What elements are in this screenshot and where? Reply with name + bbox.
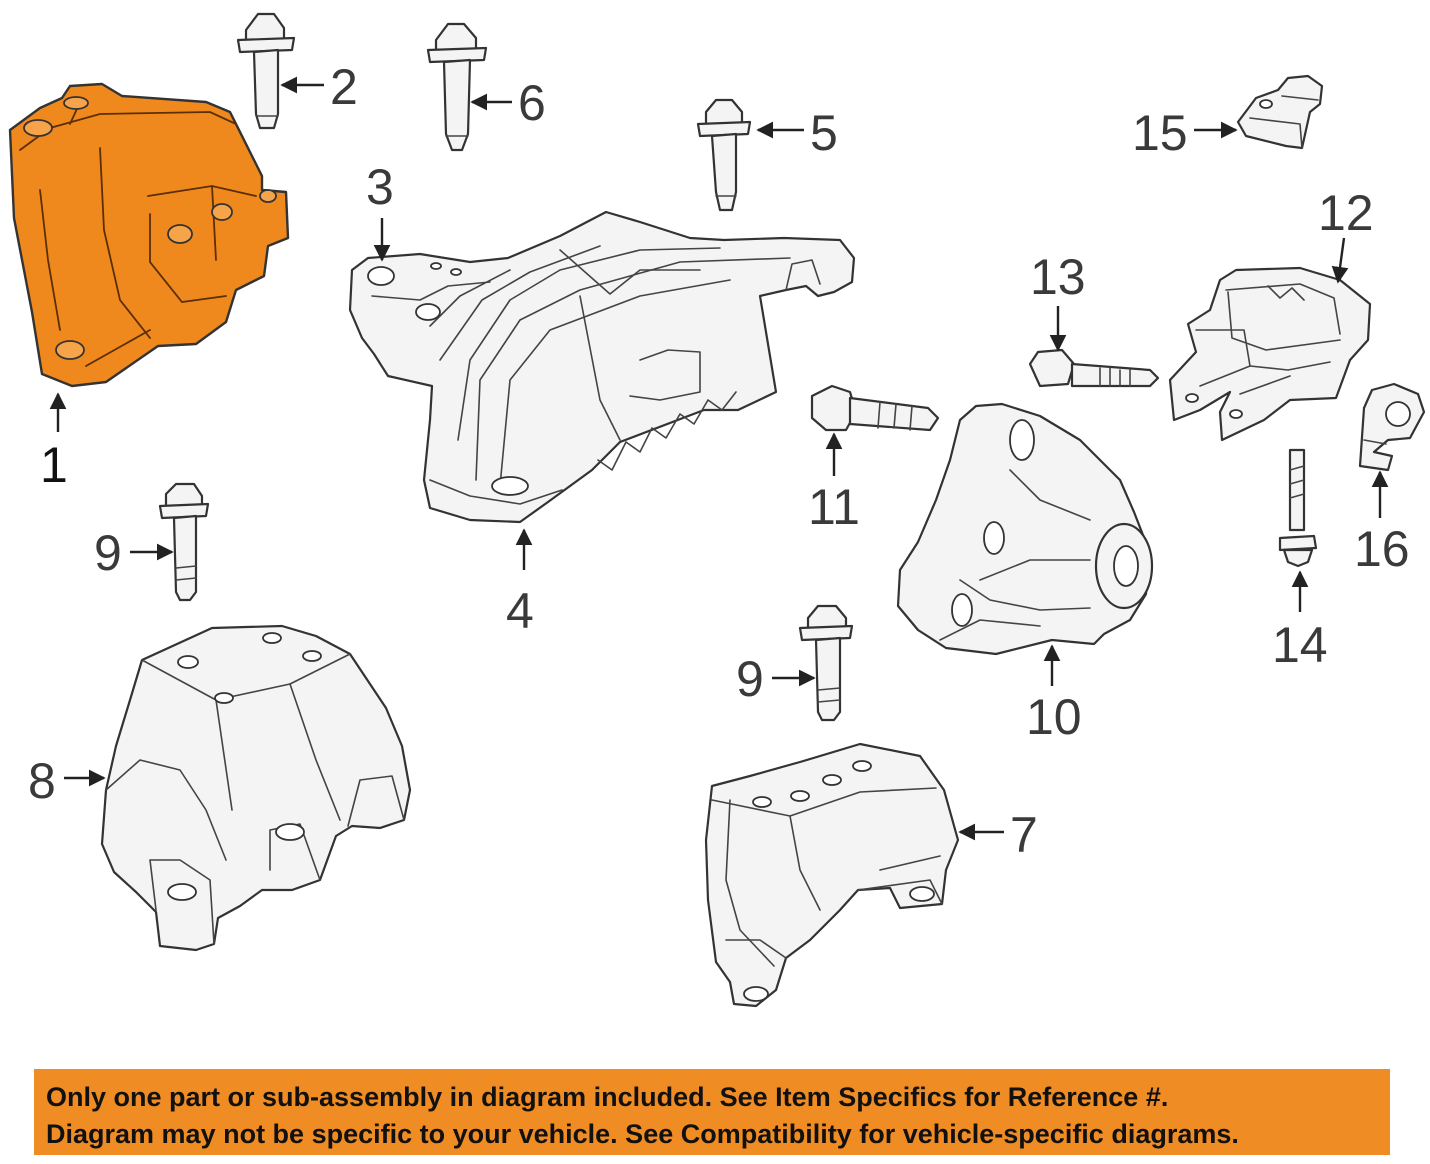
part-7-mount [704, 742, 960, 1008]
callout-10: 10 [1026, 689, 1082, 745]
part-15-bracket [1236, 74, 1324, 150]
leader-arrows [49, 76, 1389, 841]
part-1-transmission-mount [8, 82, 290, 388]
part-13-bolt [1028, 348, 1160, 388]
callout-9-left: 9 [94, 525, 122, 581]
part-9-bolt-left [158, 482, 210, 602]
callout-15: 15 [1132, 105, 1188, 161]
arrow-12 [1331, 237, 1349, 284]
disclaimer-line-2: Diagram may not be specific to your vehi… [46, 1119, 1239, 1149]
part-16-nut [1358, 382, 1426, 472]
part-10-bracket [896, 402, 1154, 656]
disclaimer-line-1: Only one part or sub-assembly in diagram… [46, 1082, 1169, 1112]
callout-11: 11 [808, 479, 860, 535]
callout-16: 16 [1354, 521, 1410, 577]
callout-9-center: 9 [736, 651, 764, 707]
disclaimer-banner: Only one part or sub-assembly in diagram… [34, 1069, 1390, 1155]
callout-12: 12 [1318, 185, 1374, 241]
part-4-mount-bracket [348, 210, 856, 524]
callout-4: 4 [506, 583, 534, 639]
callout-13: 13 [1030, 249, 1086, 305]
callout-numbers: 1 2 6 5 3 4 15 12 13 11 16 14 9 9 10 8 7 [28, 59, 1410, 863]
part-14-bolt [1278, 448, 1318, 568]
callout-3: 3 [366, 159, 394, 215]
callout-5: 5 [810, 105, 838, 161]
callout-7: 7 [1010, 807, 1038, 863]
part-11-stud [810, 384, 940, 432]
callout-2: 2 [330, 59, 358, 115]
callout-1: 1 [40, 437, 68, 493]
part-2-bolt [236, 12, 296, 130]
callout-8: 8 [28, 753, 56, 809]
part-12-mount [1168, 266, 1372, 442]
part-5-bolt [696, 98, 752, 212]
part-8-mount [100, 624, 412, 952]
part-9-bolt-center [798, 604, 854, 722]
callout-6: 6 [518, 75, 546, 131]
callout-14: 14 [1272, 617, 1328, 673]
part-6-bolt [426, 22, 488, 152]
